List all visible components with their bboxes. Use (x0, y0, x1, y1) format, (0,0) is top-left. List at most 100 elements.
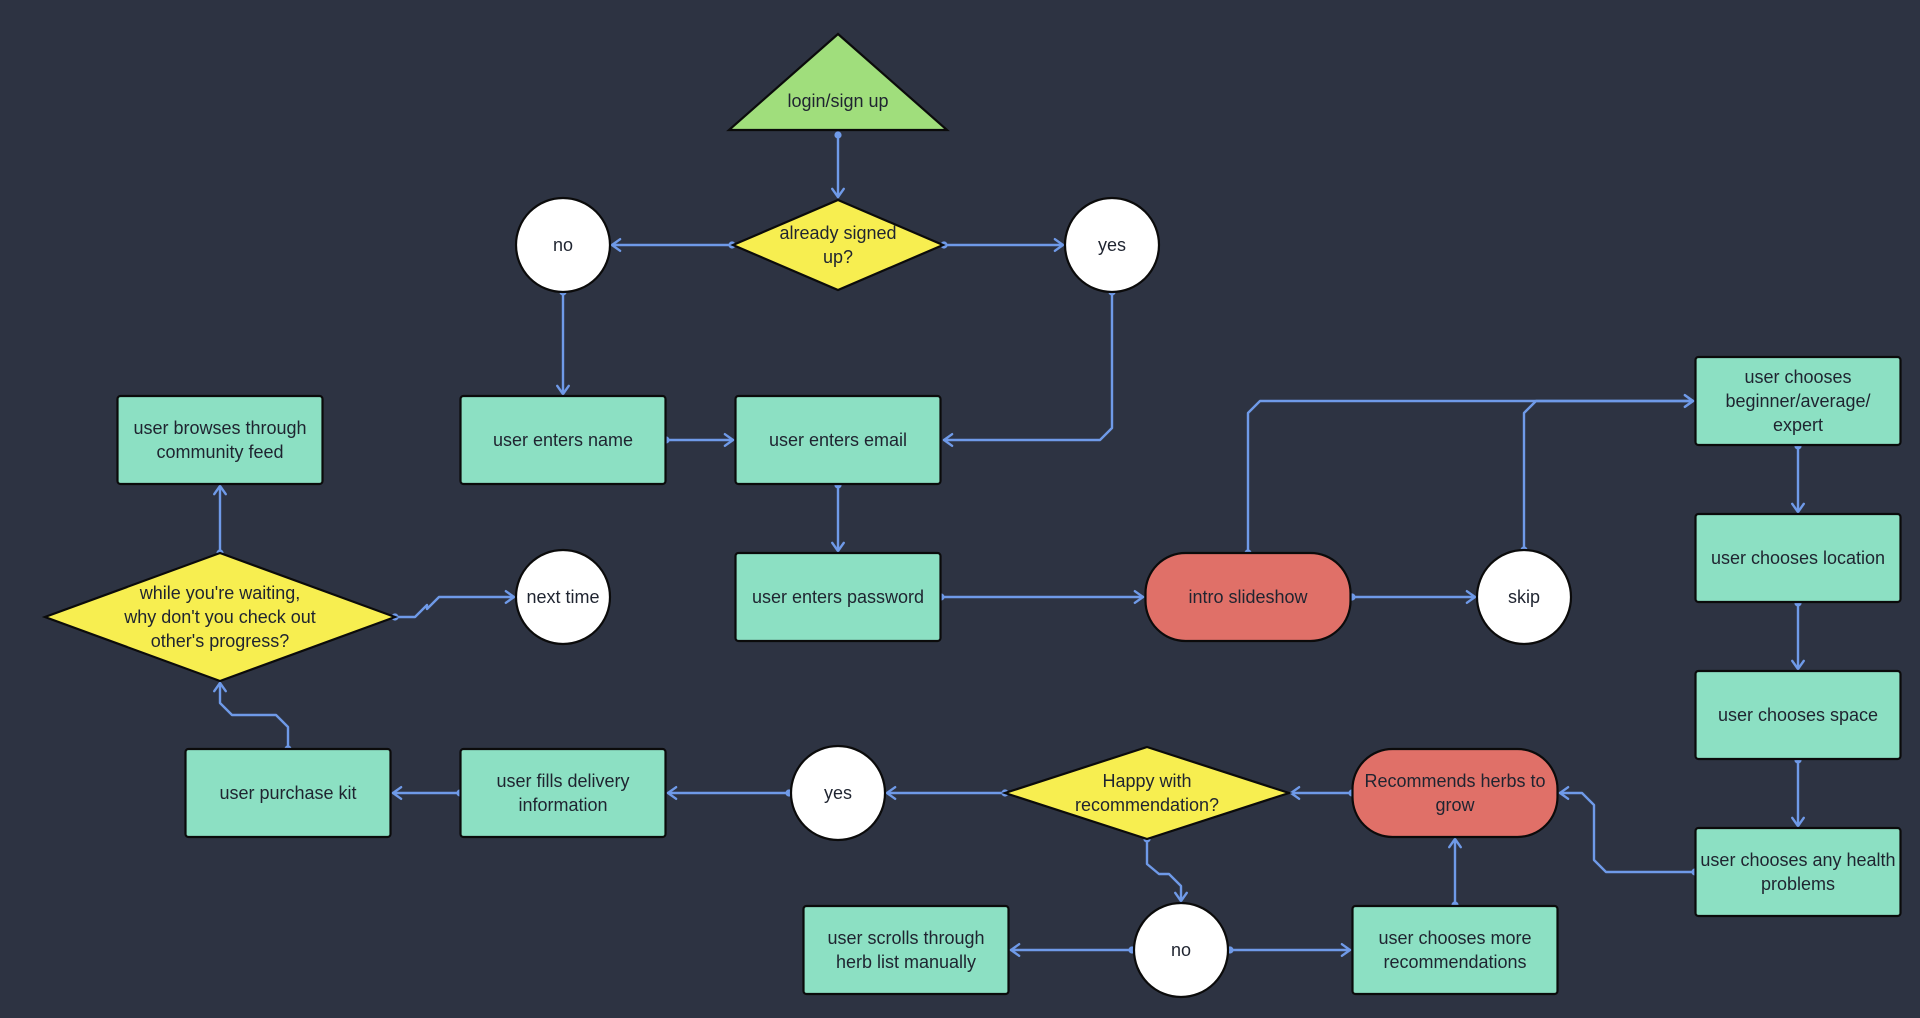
node-label-line: user fills delivery (496, 771, 629, 791)
edge-line[interactable] (942, 290, 1114, 442)
edge-no-bottom-to-scroll[interactable] (1009, 942, 1136, 958)
edge-delivery-to-purchase[interactable] (391, 785, 464, 801)
edge-no-top-to-enter-name[interactable] (555, 288, 571, 396)
node-label: skip (1508, 587, 1540, 607)
node-label-line: next time (526, 587, 599, 607)
edge-login-to-signed-up[interactable] (830, 131, 846, 199)
node-enter-name[interactable]: user enters name (459, 394, 667, 486)
node-label: user chooses space (1718, 705, 1878, 725)
node-label-line: user enters password (752, 587, 924, 607)
node-space[interactable]: user chooses space (1694, 669, 1902, 761)
edge-happy-to-yes-bottom[interactable] (885, 785, 1009, 801)
edge-intro-to-level[interactable] (1244, 393, 1695, 557)
edge-waiting-to-browse[interactable] (212, 484, 228, 557)
node-label-line: why don't you check out (123, 607, 316, 627)
edge-health-to-recommends[interactable] (1558, 785, 1699, 876)
node-waiting[interactable]: while you're waiting,why don't you check… (41, 551, 399, 683)
node-location[interactable]: user chooses location (1694, 512, 1902, 604)
node-label-line: up? (823, 247, 853, 267)
circle-shape (1475, 548, 1573, 646)
edge-enter-email-to-enter-password[interactable] (830, 481, 846, 553)
edge-enter-password-to-intro[interactable] (937, 589, 1145, 605)
edge-yes-top-to-enter-email[interactable] (942, 288, 1116, 448)
edge-line[interactable] (1145, 837, 1183, 903)
node-yes-bottom[interactable]: yes (789, 744, 887, 842)
node-intro[interactable]: intro slideshow (1144, 551, 1352, 643)
node-label-line: user enters email (769, 430, 907, 450)
node-purchase[interactable]: user purchase kit (184, 747, 392, 839)
node-label: no (1171, 940, 1191, 960)
rectangle-shape (1694, 512, 1902, 604)
node-label-line: skip (1508, 587, 1540, 607)
node-label-line: intro slideshow (1188, 587, 1308, 607)
node-yes-top[interactable]: yes (1063, 196, 1161, 294)
edge-skip-to-level[interactable] (1520, 393, 1695, 554)
node-label-line: no (1171, 940, 1191, 960)
rectangle-shape (1694, 669, 1902, 761)
node-label-line: recommendation? (1075, 795, 1219, 815)
edge-arrowhead (1173, 891, 1189, 903)
node-signed-up[interactable]: already signed up? (730, 198, 946, 292)
node-no-bottom[interactable]: no (1132, 901, 1230, 999)
node-label-line: already signed (779, 223, 896, 243)
edge-space-to-health[interactable] (1790, 756, 1806, 828)
node-label-line: user scrolls through (827, 928, 984, 948)
edge-line[interactable] (1246, 399, 1695, 555)
node-login[interactable]: login/sign up (726, 32, 950, 132)
node-label: while you're waiting,why don't you check… (123, 583, 316, 651)
node-label-line: user chooses (1744, 367, 1851, 387)
node-enter-email[interactable]: user enters email (734, 394, 942, 486)
edge-line[interactable] (218, 681, 290, 751)
node-label: user purchase kit (219, 783, 356, 803)
node-label-line: yes (824, 783, 852, 803)
node-label: yes (824, 783, 852, 803)
edge-yes-bottom-to-delivery[interactable] (666, 785, 793, 801)
node-enter-password[interactable]: user enters password (734, 551, 942, 643)
edge-location-to-space[interactable] (1790, 599, 1806, 671)
node-label: user enters name (493, 430, 633, 450)
edge-no-bottom-to-more-recs[interactable] (1226, 942, 1352, 958)
edge-intro-to-skip[interactable] (1348, 589, 1477, 605)
node-label-line: user chooses space (1718, 705, 1878, 725)
node-label: user enters password (752, 587, 924, 607)
circle-shape (1063, 196, 1161, 294)
edge-arrowhead (555, 384, 571, 396)
edge-waiting-to-next-time[interactable] (391, 589, 516, 621)
node-skip[interactable]: skip (1475, 548, 1573, 646)
node-label-line: beginner/average/ (1725, 391, 1870, 411)
edge-line[interactable] (1522, 399, 1695, 552)
node-label-line: grow (1435, 795, 1475, 815)
node-label: user chooses location (1711, 548, 1885, 568)
node-label-line: user purchase kit (219, 783, 356, 803)
edge-happy-to-no-bottom[interactable] (1143, 835, 1189, 903)
node-no-top[interactable]: no (514, 196, 612, 294)
rounded-terminal-shape (1144, 551, 1352, 643)
edge-arrowhead (1558, 785, 1570, 801)
edge-purchase-to-waiting[interactable] (212, 681, 292, 753)
node-label-line: community feed (156, 442, 283, 462)
edge-signed-up-to-yes-top[interactable] (940, 237, 1065, 253)
edge-line[interactable] (393, 595, 516, 619)
edge-arrowhead (723, 432, 735, 448)
edge-signed-up-to-no-top[interactable] (610, 237, 736, 253)
edge-level-to-location[interactable] (1790, 442, 1806, 514)
edge-enter-name-to-enter-email[interactable] (662, 432, 735, 448)
edge-arrowhead (1465, 589, 1477, 605)
edge-line[interactable] (1558, 791, 1697, 874)
edge-recommends-to-happy[interactable] (1289, 785, 1356, 801)
edge-more-recs-to-recommends[interactable] (1447, 837, 1463, 909)
node-next-time[interactable]: next time (514, 548, 612, 646)
node-label-line: no (553, 235, 573, 255)
